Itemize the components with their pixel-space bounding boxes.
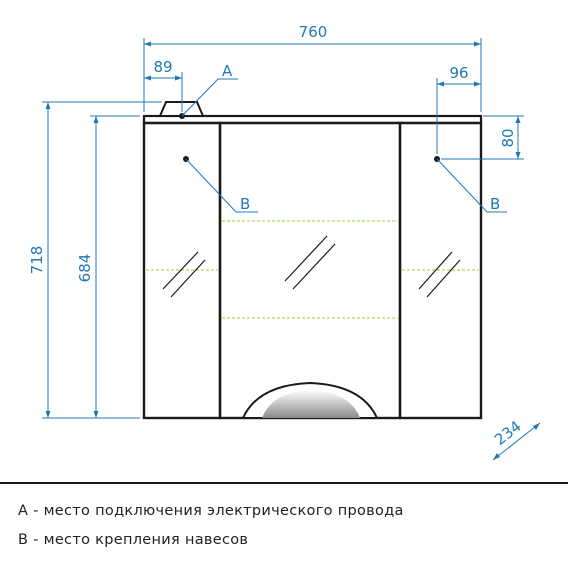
dim-overall-height: 718	[28, 246, 46, 275]
marker-a: A	[222, 62, 233, 80]
mirror-glints	[162, 235, 461, 298]
dim-overall-width: 760	[299, 23, 328, 41]
legend-item-b: B - место крепления навесов	[18, 532, 249, 548]
dimension-lines	[42, 38, 541, 461]
dimension-arrows	[45, 41, 540, 460]
dim-right-offset: 96	[449, 64, 468, 82]
right-door	[398, 121, 483, 420]
marker-b-left: B	[240, 195, 250, 213]
legend-item-a: A - место подключения электрического про…	[18, 503, 404, 519]
basin	[241, 381, 379, 419]
dim-depth: 234	[491, 417, 525, 449]
dim-left-offset: 89	[153, 58, 172, 76]
shelf-lines	[146, 220, 479, 319]
cabinet-outline	[142, 114, 483, 420]
marker-b-right: B	[490, 195, 500, 213]
dim-body-height: 684	[76, 254, 94, 283]
dim-top-offset: 80	[499, 128, 517, 147]
